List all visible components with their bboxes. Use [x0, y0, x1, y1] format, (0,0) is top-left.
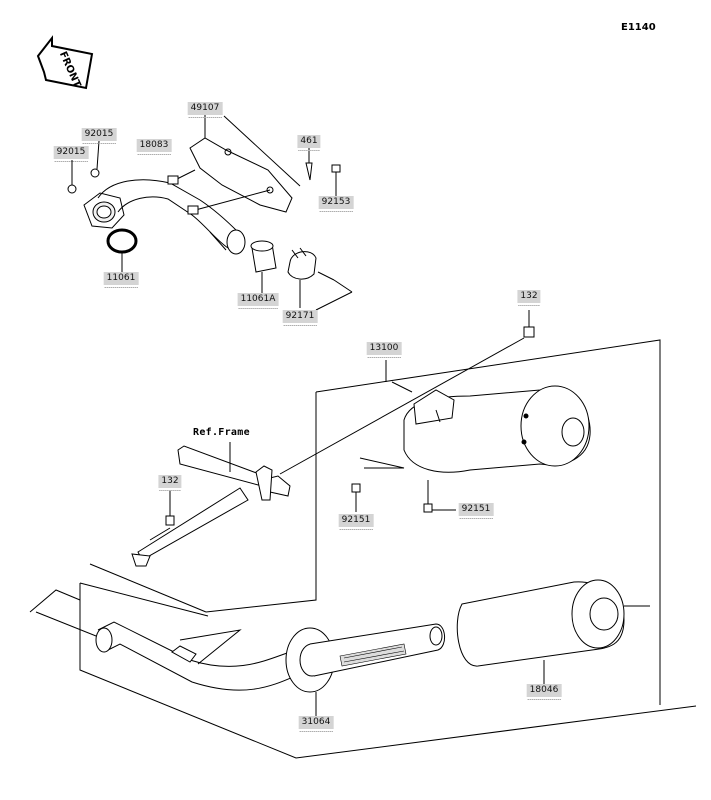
frame-bracket	[131, 442, 291, 567]
part-label-13100[interactable]: 13100	[366, 342, 402, 358]
gasket-11061	[106, 228, 138, 272]
part-label-92171[interactable]: 92171	[282, 310, 318, 326]
tail-pipe	[35, 611, 301, 691]
part-label-11061a[interactable]: 11061A	[237, 293, 279, 309]
muffler-13100	[359, 360, 591, 473]
heat-guard-49107	[167, 115, 301, 215]
sleeve-11061a	[250, 240, 277, 293]
part-label-92153[interactable]: 92153	[318, 196, 354, 212]
part-label-11061[interactable]: 11061	[103, 272, 139, 288]
part-label-18046[interactable]: 18046	[526, 684, 562, 700]
part-label-31064[interactable]: 31064	[298, 716, 334, 732]
part-label-92015[interactable]: 92015	[53, 146, 89, 162]
stud-92015	[67, 140, 100, 194]
part-label-132[interactable]: 132	[517, 290, 541, 306]
clamp-92171	[287, 247, 353, 311]
exhaust-pipe-header	[83, 179, 246, 255]
part-label-49107[interactable]: 49107	[187, 102, 223, 118]
ref-frame-label: Ref.Frame	[193, 427, 250, 438]
pin-461	[305, 147, 313, 181]
bolt-92151	[351, 480, 456, 513]
perforated-tube-icon	[339, 643, 407, 667]
diagram-id: E1140	[621, 22, 656, 33]
bolt-132-top	[279, 310, 535, 475]
bolt-92153	[331, 164, 341, 196]
silencer-body-18046	[456, 579, 650, 684]
part-label-92015[interactable]: 92015	[81, 128, 117, 144]
part-label-18083[interactable]: 18083	[136, 139, 172, 155]
front-arrow-icon: FRONT	[36, 35, 94, 90]
part-label-132[interactable]: 132	[158, 475, 182, 491]
muffler-frame-lines	[29, 339, 697, 759]
part-label-92151[interactable]: 92151	[338, 514, 374, 530]
silencer-core-31064	[285, 623, 445, 716]
part-label-92151[interactable]: 92151	[458, 503, 494, 519]
part-label-461[interactable]: 461	[297, 135, 321, 151]
